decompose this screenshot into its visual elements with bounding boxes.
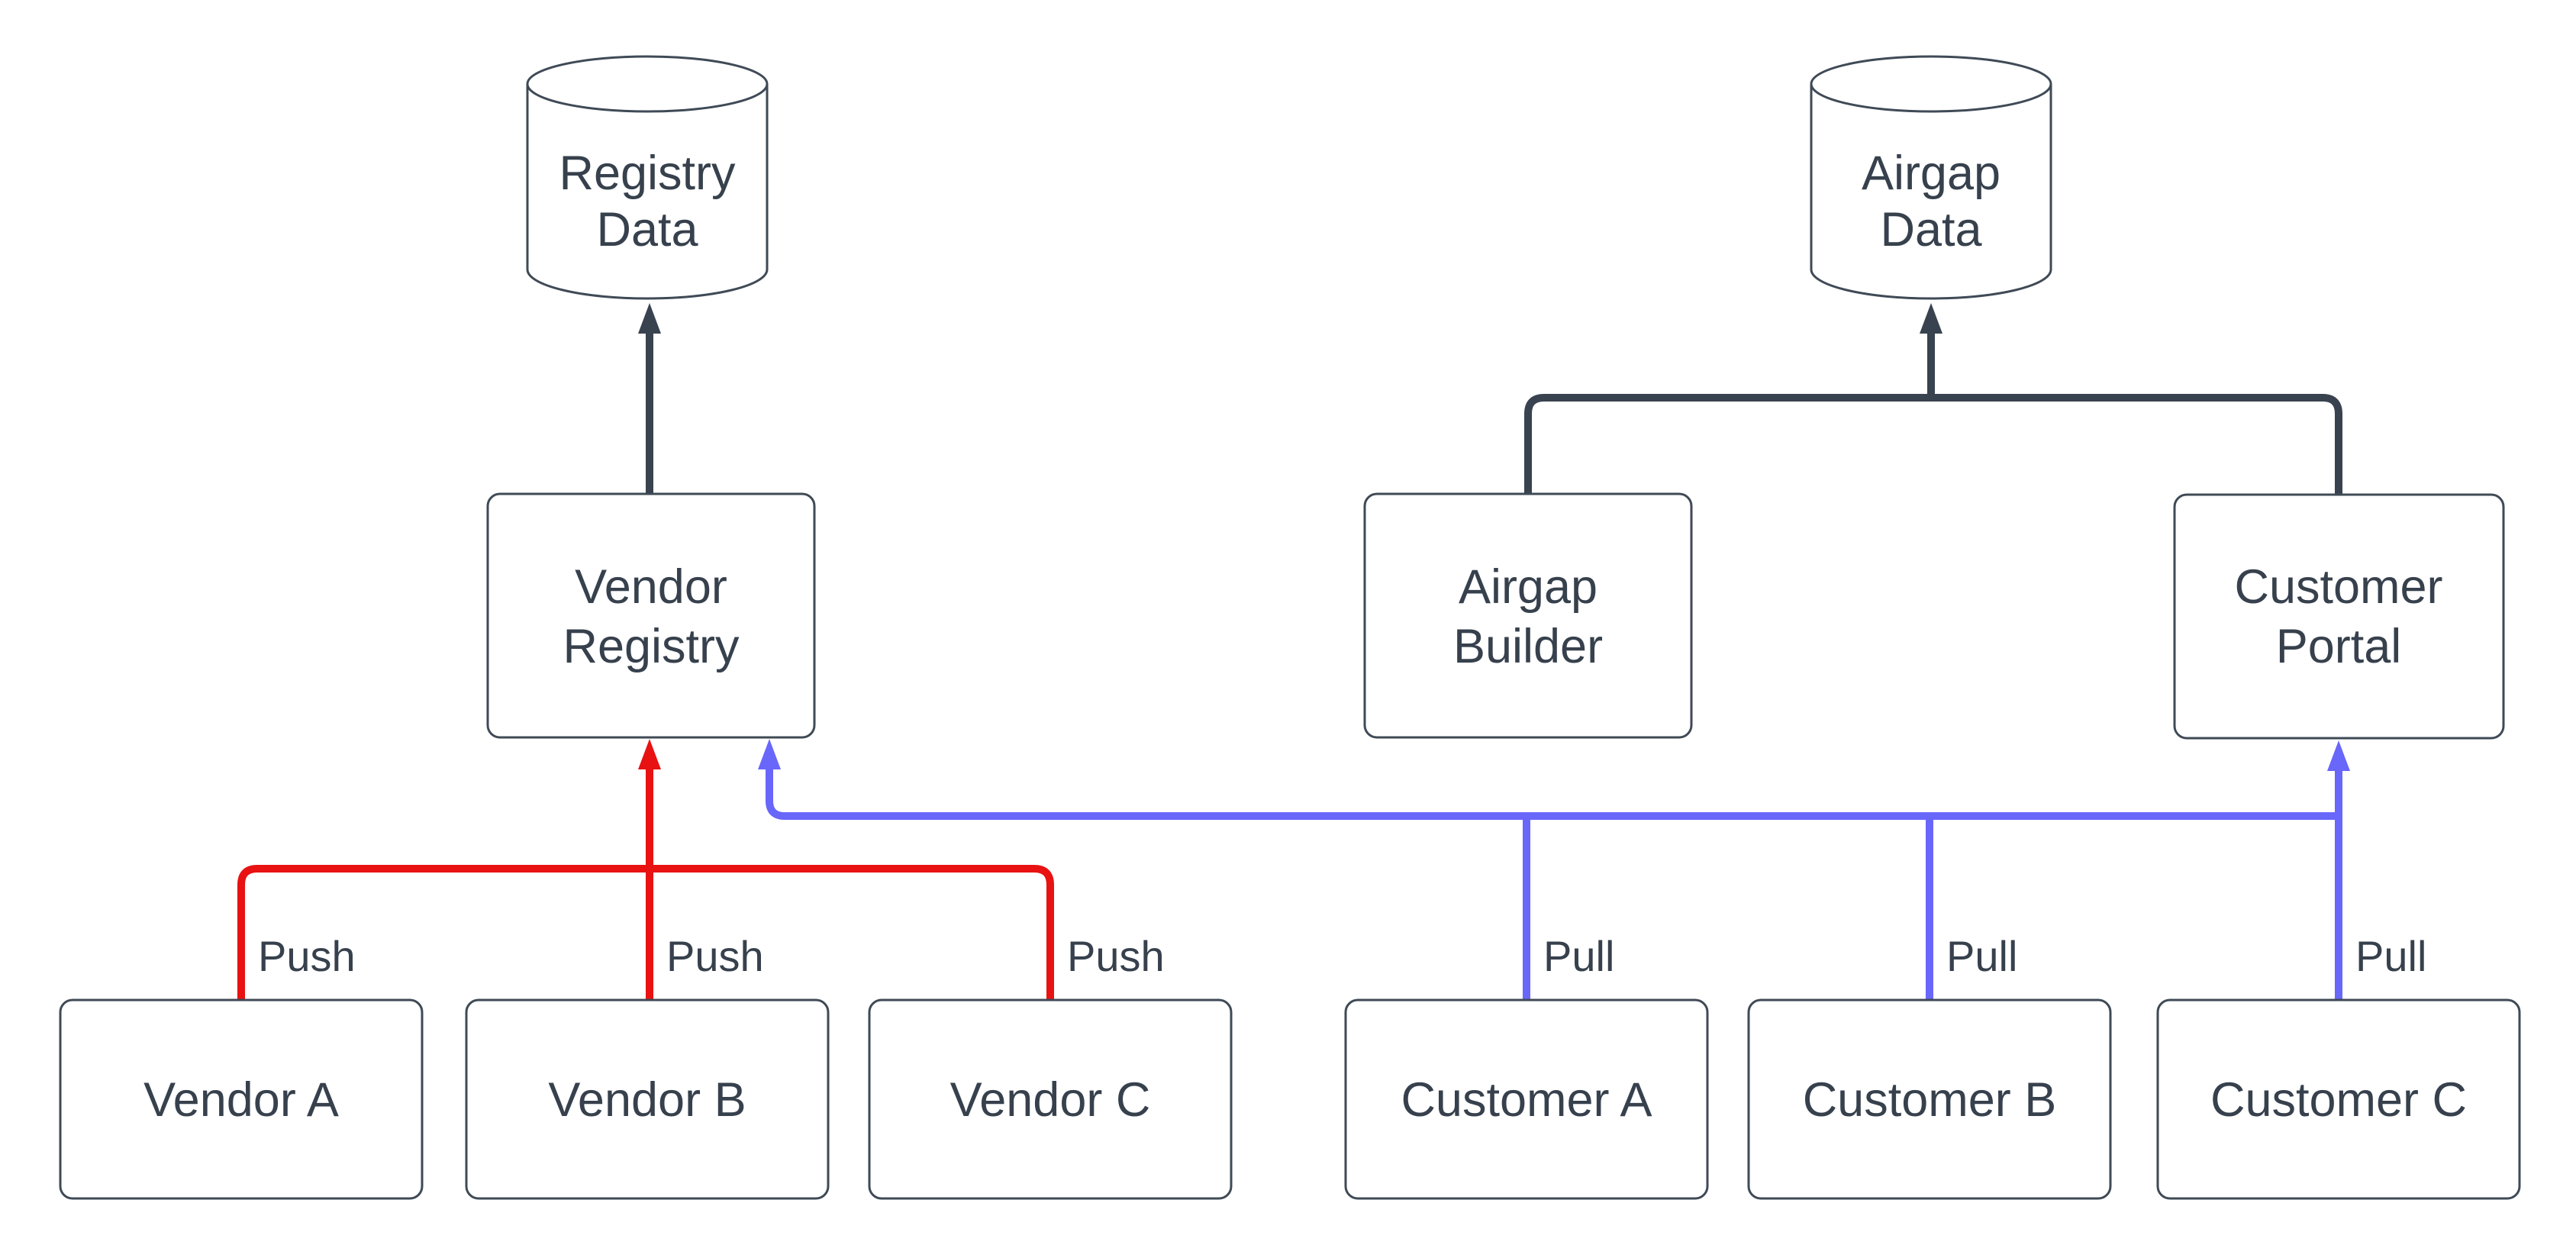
- node-label-line: Vendor B: [548, 1073, 746, 1127]
- edge-label-pull-customer-b: Pull: [1946, 932, 2017, 980]
- cylinder-top: [526, 55, 769, 113]
- edge-pull-bus: [758, 739, 2350, 1000]
- node-box: [1344, 998, 1709, 1200]
- edge-label-pull-customer-c: Pull: [2355, 932, 2426, 980]
- node-label-line: Customer A: [1401, 1073, 1652, 1127]
- node-customer-c: Customer C: [2156, 998, 2521, 1200]
- node-vendor-a: Vendor A: [59, 998, 424, 1200]
- node-box: [2156, 998, 2521, 1200]
- edge-airgap-tree-to-airgap-data: [1524, 303, 2342, 495]
- edge-push-bus: [237, 739, 1054, 1000]
- node-label-line: Vendor C: [950, 1073, 1151, 1127]
- node-label-line: Registry: [563, 620, 740, 673]
- edge-label-push-vendor-c: Push: [1067, 932, 1165, 980]
- node-box: [2173, 493, 2505, 740]
- node-customer-a: Customer A: [1344, 998, 1709, 1200]
- edge-label-pull-customer-a: Pull: [1543, 932, 1614, 980]
- node-customer-b: Customer B: [1747, 998, 2112, 1200]
- node-label-line: Builder: [1453, 620, 1603, 673]
- node-label-line: Data: [596, 203, 698, 256]
- node-vendor-registry: Vendor Registry: [486, 492, 816, 739]
- node-label-line: Airgap: [1862, 147, 2001, 200]
- node-vendor-b: Vendor B: [465, 998, 830, 1200]
- node-vendor-c: Vendor C: [868, 998, 1233, 1200]
- node-label-line: Customer: [2234, 560, 2442, 614]
- node-label-line: Data: [1880, 203, 1982, 256]
- cylinder-top: [1810, 55, 2052, 113]
- node-label-line: Vendor A: [143, 1073, 339, 1127]
- node-box: [465, 998, 830, 1200]
- cylinder-shape: [1810, 84, 2052, 300]
- node-label-line: Vendor: [575, 560, 727, 614]
- node-registry-data: Registry Data: [526, 55, 769, 300]
- node-box: [1747, 998, 2112, 1200]
- node-label-line: Customer B: [1803, 1073, 2057, 1127]
- node-box: [486, 492, 816, 739]
- node-customer-portal: Customer Portal: [2173, 493, 2505, 740]
- node-box: [1363, 492, 1693, 739]
- node-box: [868, 998, 1233, 1200]
- edge-label-push-vendor-b: Push: [666, 932, 764, 980]
- node-airgap-data: Airgap Data: [1810, 55, 2052, 300]
- node-label-line: Registry: [559, 147, 736, 200]
- cylinder-shape: [526, 84, 769, 300]
- node-label-line: Customer C: [2210, 1073, 2467, 1127]
- node-box: [59, 998, 424, 1200]
- node-airgap-builder: Airgap Builder: [1363, 492, 1693, 739]
- edge-label-push-vendor-a: Push: [258, 932, 356, 980]
- node-label-line: Airgap: [1459, 560, 1598, 614]
- node-label-line: Portal: [2276, 620, 2402, 673]
